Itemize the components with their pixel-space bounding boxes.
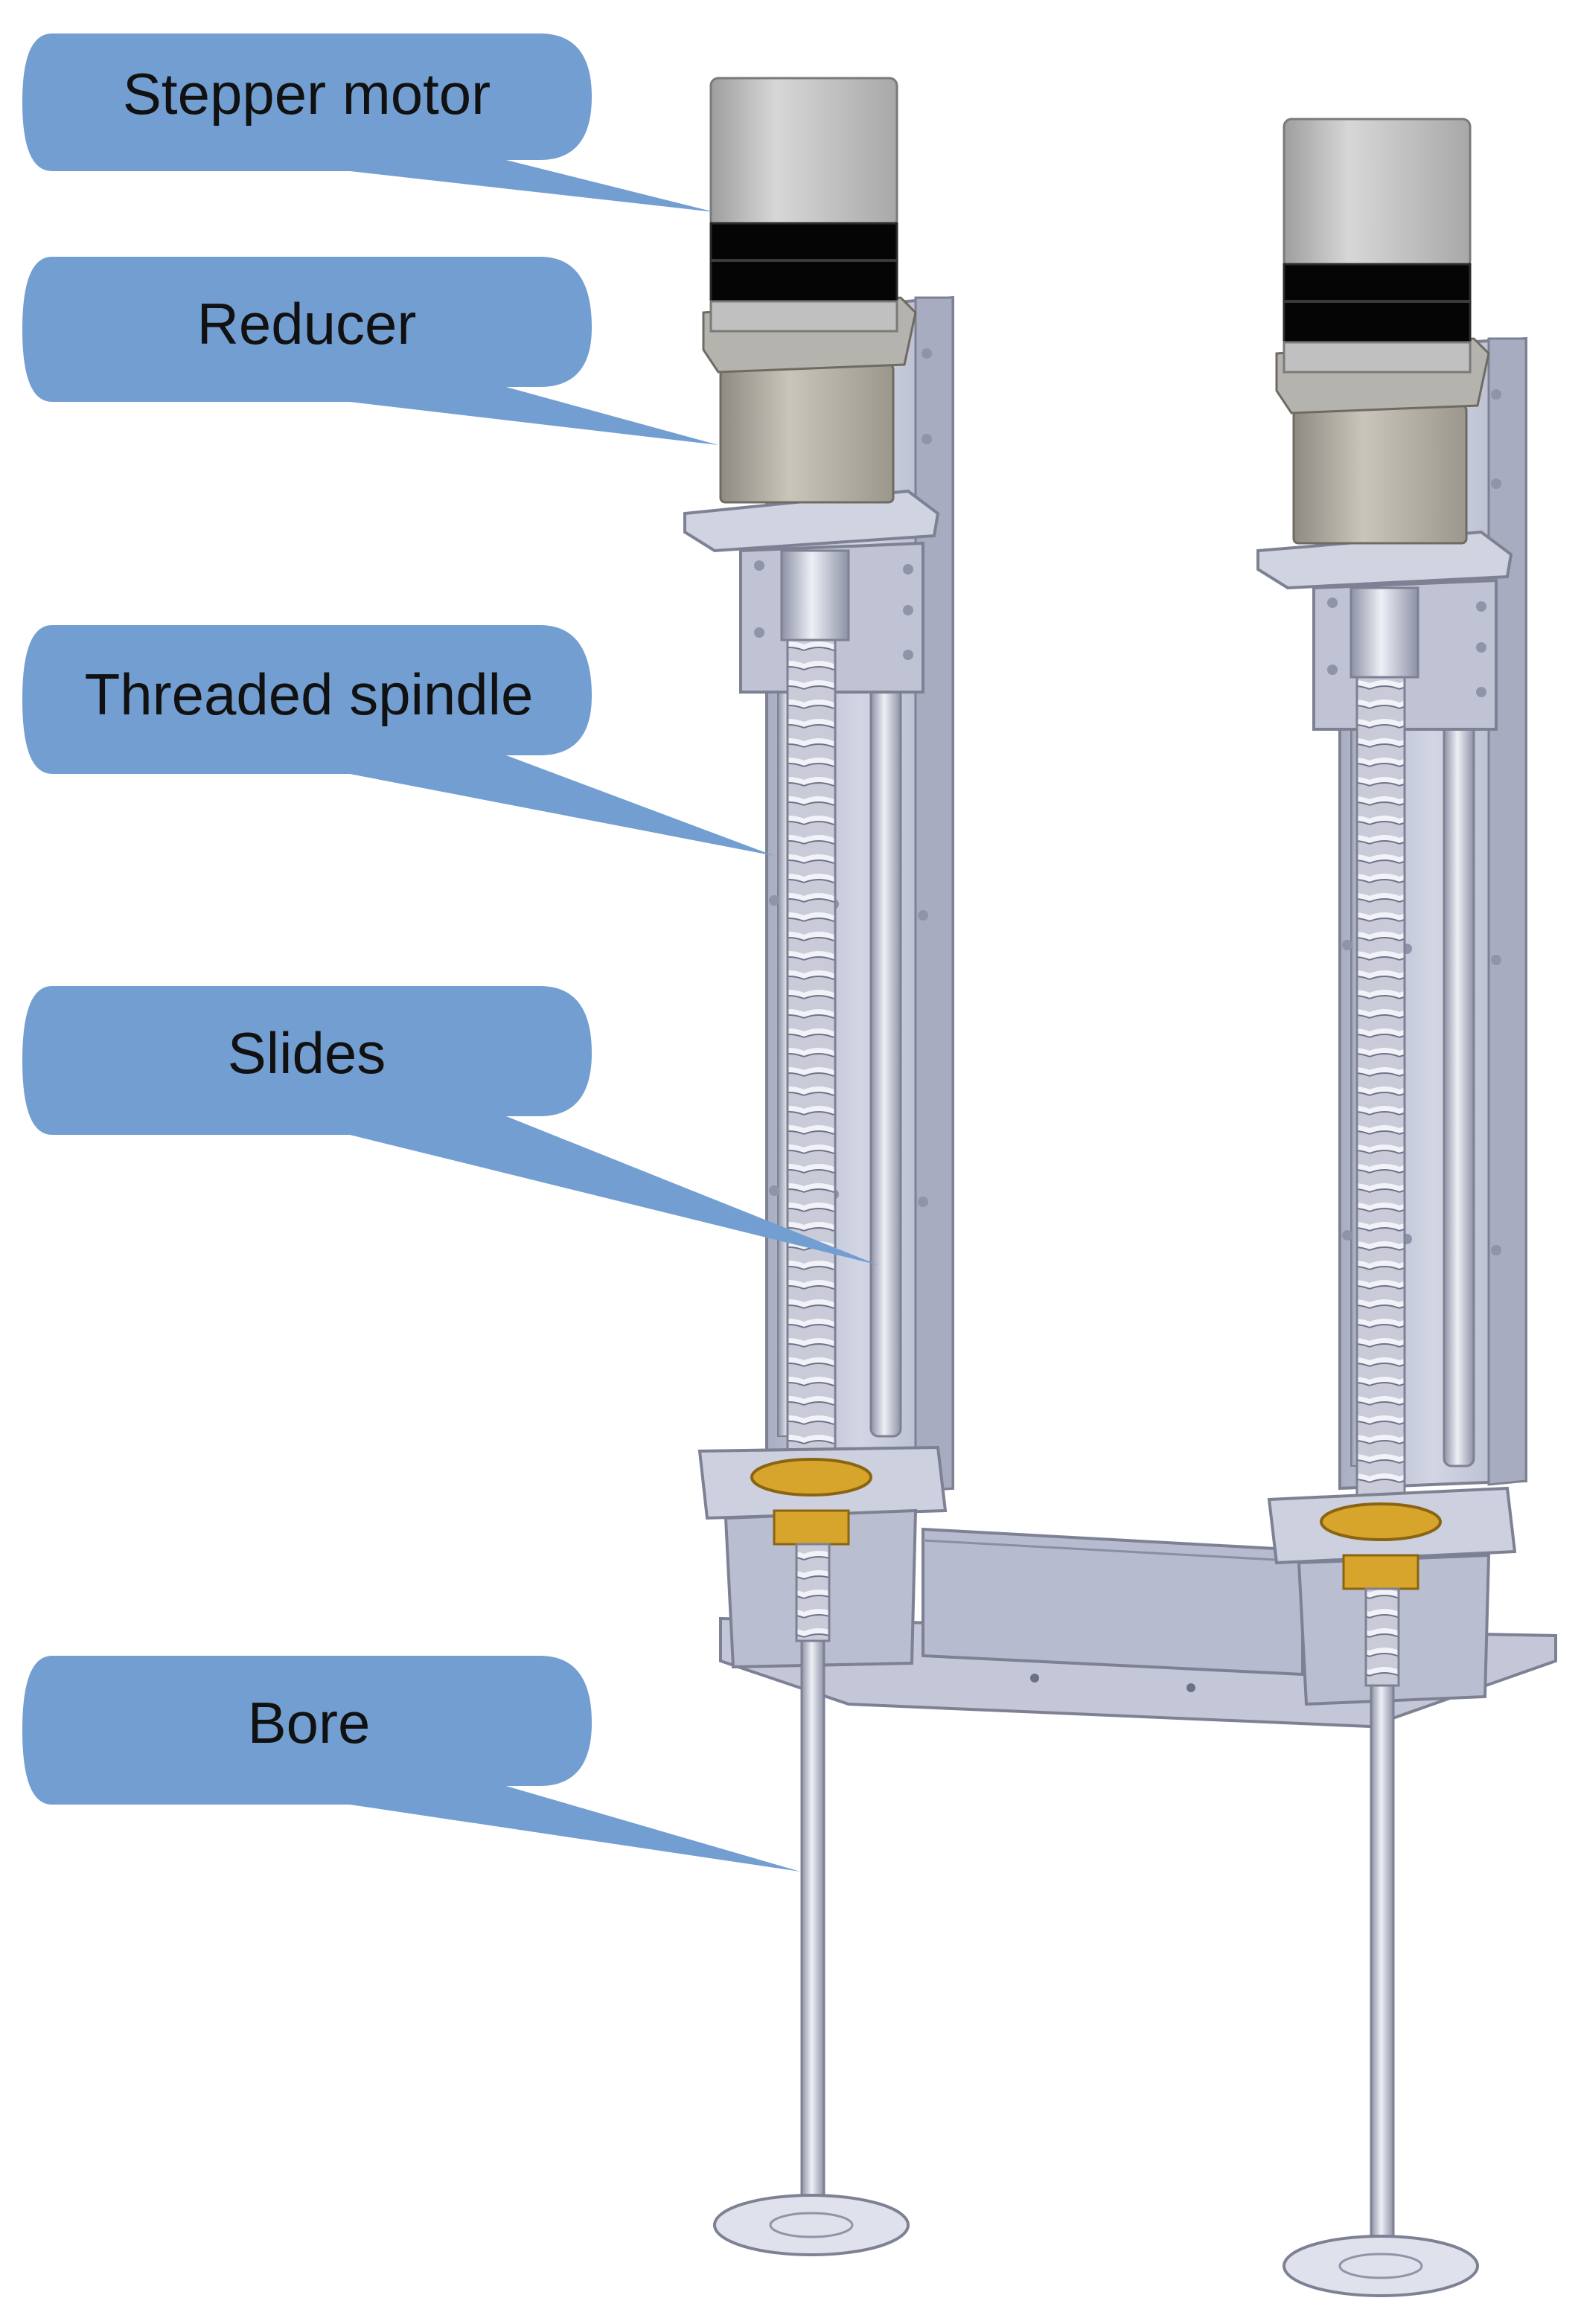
callout-label-threaded-spindle: Threaded spindle: [85, 662, 534, 727]
callout-label-slides: Slides: [228, 1020, 386, 1086]
callout-bore: Bore: [22, 1656, 800, 1872]
callout-slides: Slides: [22, 986, 878, 1265]
callout-stepper-motor: Stepper motor: [22, 33, 715, 212]
left-column-assembly: [683, 77, 954, 2256]
callout-reducer: Reducer: [22, 257, 718, 445]
callout-threaded-spindle: Threaded spindle: [22, 625, 774, 856]
callout-label-bore: Bore: [248, 1690, 371, 1755]
right-column-assembly: [1256, 118, 1527, 2297]
callout-label-reducer: Reducer: [197, 291, 417, 356]
callout-label-stepper-motor: Stepper motor: [123, 61, 491, 127]
